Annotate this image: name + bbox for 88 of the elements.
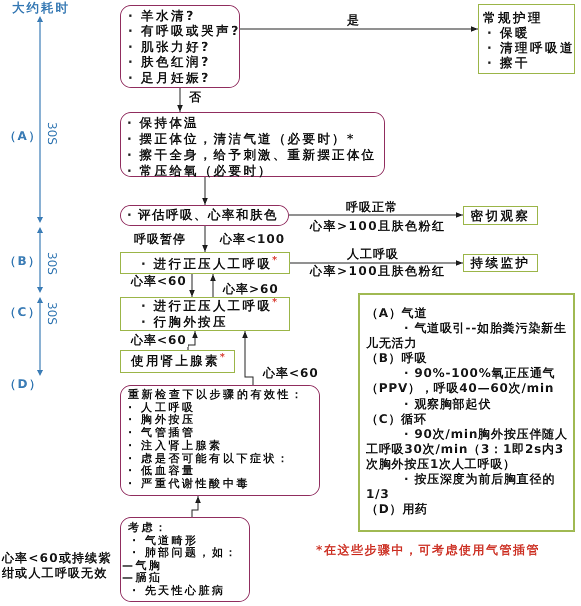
step-text: 密切观察 (470, 208, 530, 224)
edge-label: 心率<60 (130, 333, 188, 347)
condition-label: 心率>100且肤色粉红 (310, 219, 446, 233)
edge-label: 呼吸暂停 (133, 232, 187, 246)
step-text: · 注入肾上腺素 (128, 440, 224, 452)
arrow (202, 176, 208, 206)
duration-label: 30S (45, 252, 59, 275)
phase-label: （D） (4, 377, 42, 391)
step-text: 使用肾上腺素$^{*}$ (131, 352, 228, 370)
step-text: · 气道畸形 (132, 534, 200, 547)
outcome-box (463, 254, 538, 272)
step-text: · 虑是否可能有以下症状： (128, 452, 292, 465)
arrow (202, 226, 208, 252)
step-text: 考虑： (128, 522, 170, 534)
step-text: · 行胸外按压 (141, 314, 229, 330)
edge-label: 心率<60 (130, 274, 188, 288)
step-text: · 擦干 (487, 55, 532, 70)
step-text: · 常压给氧（必要时） (127, 163, 274, 179)
step-text: · 胸外按压 (128, 414, 197, 426)
arrow (188, 330, 198, 350)
assessment-box (120, 205, 289, 226)
phase-label: （B） (4, 254, 42, 268)
step-text: · 保持体温 (127, 115, 200, 131)
arrow (288, 212, 464, 218)
notes-box (358, 293, 575, 532)
step-box (120, 252, 290, 274)
note-text: · 观察胸部起伏 (403, 396, 492, 412)
question-text: · 羊水清? (128, 8, 196, 24)
note-text: （B）呼吸 (366, 351, 428, 366)
step-text: · 肺部问题，如： (132, 547, 240, 560)
axis-title: 大约耗时 (12, 1, 70, 15)
duration-label: 30S (45, 302, 59, 325)
note-text: （D）用药 (366, 502, 429, 518)
question-text: · 肤色红润? (128, 54, 212, 70)
step-box (120, 385, 320, 496)
step-box (120, 112, 385, 177)
question-text: · 足月妊娠? (128, 70, 212, 86)
step-text: —膈疝 (122, 572, 164, 584)
arrow (240, 26, 478, 32)
note-text: （A）气道 (366, 306, 428, 322)
step-text: —气胸 (122, 560, 164, 572)
step-text: · 保暖 (487, 25, 532, 40)
step-text: · 低血容量 (128, 465, 197, 478)
step-box (120, 297, 290, 331)
condition-label: 心率<100 (220, 232, 286, 246)
footnote: *在这些步骤中，可考虑使用气管插管 (316, 543, 540, 557)
step-text: 常规护理 (483, 10, 544, 25)
arrow (242, 330, 254, 386)
step-text: · 进行正压人工呼吸$^{*}$ (141, 255, 280, 272)
step-text: 重新检查下以步骤的有效性： (128, 389, 306, 402)
step-text: · 气管插管 (128, 427, 197, 440)
arrow (189, 274, 195, 298)
step-text: · 擦干全身，给予刺激、重新摆正体位 (127, 147, 378, 163)
step-text: · 人工呼吸 (128, 402, 197, 414)
edge-label: 心率>60 (222, 282, 280, 296)
step-text: · 评估呼吸、心率和肤色 (127, 207, 280, 223)
edge-label: 呼吸正常 (345, 200, 399, 214)
note-text: · 90次/min胸外按压伴随人工呼吸30次/min（3：1即2s内3次胸外按压1次人工呼吸） (366, 426, 569, 472)
step-text: · 进行正压人工呼吸$^{*}$ (141, 298, 280, 314)
arrow (177, 88, 183, 112)
phase-label: （C） (4, 305, 42, 319)
condition-text: 心率<60或持续紫绀或人工呼吸无效 (2, 551, 113, 581)
edge-label: 否 (188, 90, 203, 104)
step-text: · 清理呼吸道 (487, 40, 574, 55)
care-box (478, 4, 575, 74)
edge-label: 人工呼吸 (346, 247, 400, 261)
note-text: （C）循环 (366, 412, 428, 427)
step-text: · 先天性心脏病 (132, 584, 226, 598)
question-box (120, 5, 240, 88)
outcome-box (463, 206, 538, 225)
note-text: · 90%-100%氧正压通气（PPV），呼吸40—60次/min (366, 366, 557, 397)
note-text: · 按压深度为前后胸直径的1/3 (366, 472, 556, 502)
step-text: 持续监护 (470, 255, 530, 271)
note-text: · 气道吸引--如胎粪污染新生儿无活力 (366, 321, 568, 352)
condition-label: 心率>100且肤色粉红 (310, 264, 446, 278)
edge-label: 心率<60 (262, 366, 320, 380)
phase-label: （A） (4, 129, 42, 143)
step-text: · 严重代谢性酸中毒 (128, 478, 252, 491)
arrow (192, 496, 201, 518)
arrow (290, 260, 464, 266)
duration-label: 30S (45, 122, 59, 145)
step-text: · 摆正体位，清洁气道（必要时）* (127, 131, 356, 147)
step-box (120, 350, 235, 373)
question-text: · 肌张力好? (128, 38, 212, 54)
arrow (210, 274, 216, 298)
step-box (120, 517, 250, 602)
question-text: · 有呼吸或哭声? (128, 23, 239, 39)
edge-label: 是 (346, 13, 361, 27)
